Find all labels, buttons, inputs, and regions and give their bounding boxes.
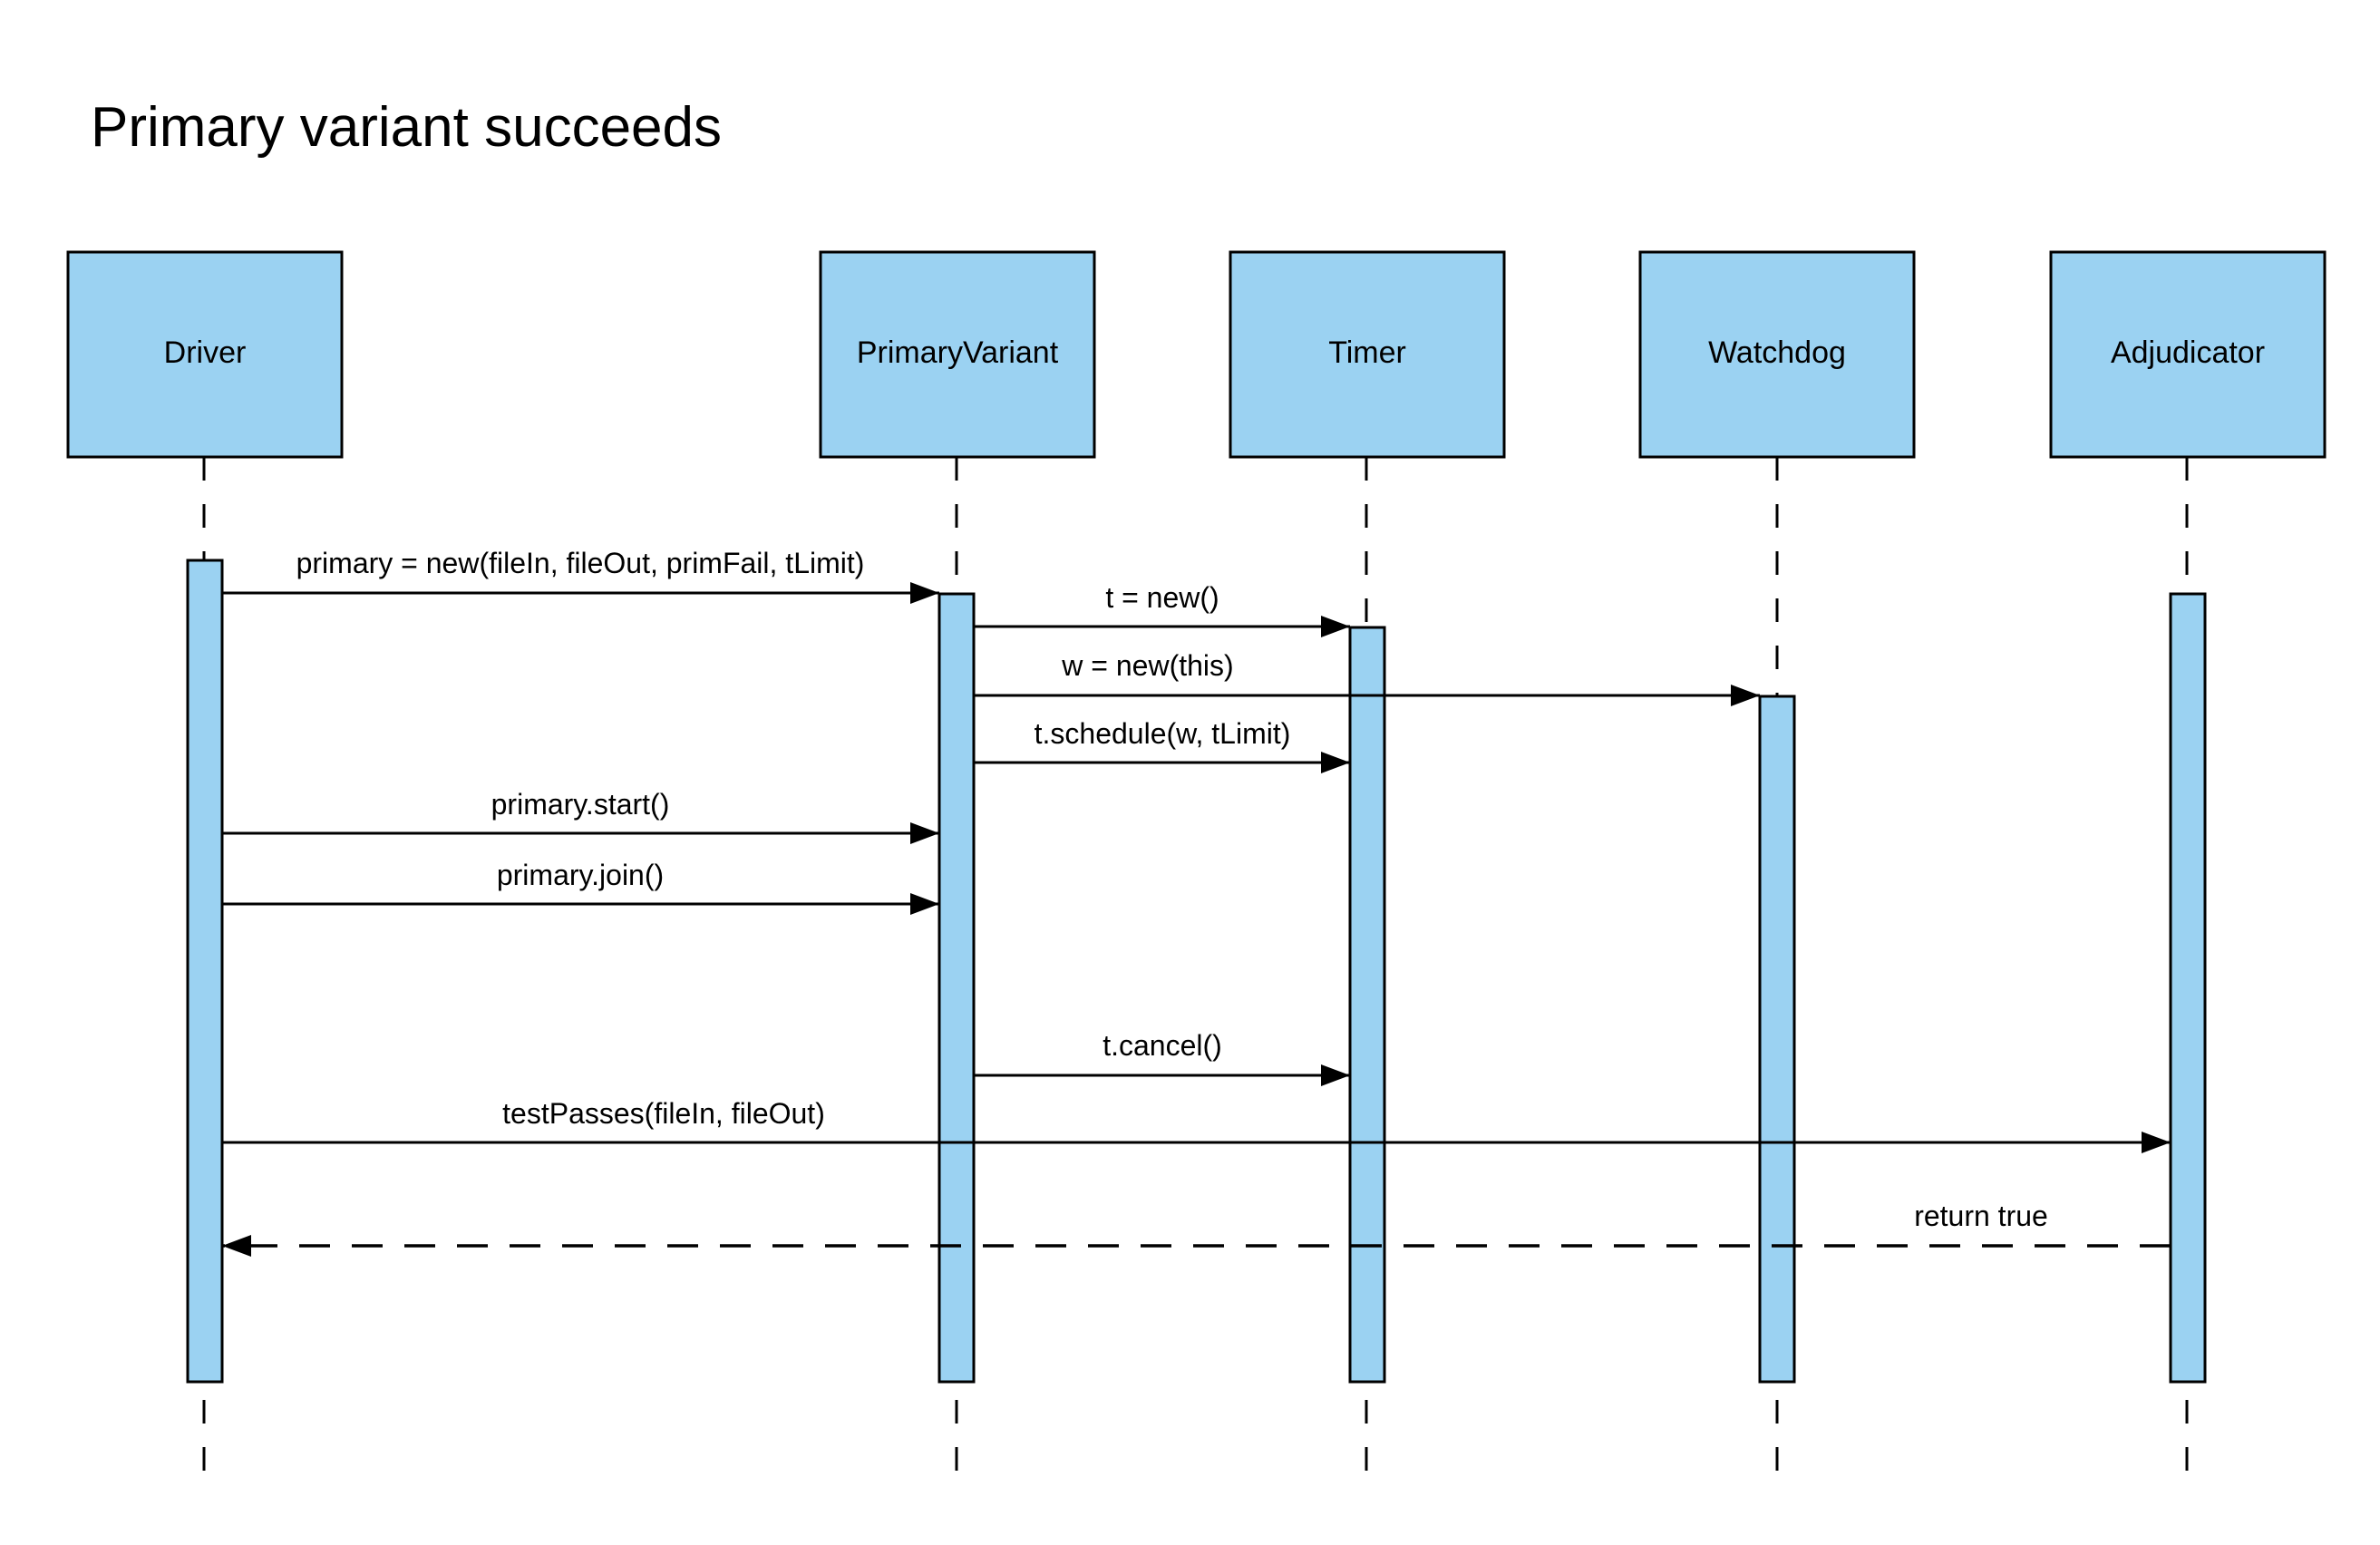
activation-timer xyxy=(1348,626,1386,1384)
message-primary-join: primary.join() xyxy=(222,859,939,915)
message-label: t.schedule(w, tLimit) xyxy=(1035,717,1291,750)
participant-driver: Driver xyxy=(66,250,344,459)
message-primary-start: primary.start() xyxy=(222,788,939,844)
message-timer-new: t = new() xyxy=(974,581,1350,637)
message-timer-cancel: t.cancel() xyxy=(974,1029,1350,1086)
message-label: primary.join() xyxy=(497,859,664,891)
participant-label: PrimaryVariant xyxy=(857,335,1059,370)
participant-label: Driver xyxy=(164,335,247,370)
messages: primary = new(fileIn, fileOut, primFail,… xyxy=(222,547,2171,1257)
message-label: return true xyxy=(1914,1200,2048,1232)
message-label: primary = new(fileIn, fileOut, primFail,… xyxy=(296,547,865,579)
participant-label: Adjudicator xyxy=(2111,335,2265,370)
message-label: t.cancel() xyxy=(1103,1029,1222,1062)
message-return-true: return true xyxy=(222,1200,2171,1257)
message-label: w = new(this) xyxy=(1061,649,1233,682)
participant-adjudicator: Adjudicator xyxy=(2049,250,2327,459)
participant-primaryvariant: PrimaryVariant xyxy=(819,250,1096,459)
message-label: primary.start() xyxy=(491,788,670,821)
participant-label: Watchdog xyxy=(1708,335,1846,370)
participant-timer: Timer xyxy=(1229,250,1506,459)
message-test-passes: testPasses(fileIn, fileOut) xyxy=(222,1097,2171,1153)
message-primary-new: primary = new(fileIn, fileOut, primFail,… xyxy=(222,547,939,604)
activation-primaryvariant xyxy=(937,592,976,1384)
participant-label: Timer xyxy=(1328,335,1406,370)
message-label: t = new() xyxy=(1105,581,1219,614)
activation-driver xyxy=(186,559,224,1384)
activation-bars xyxy=(186,559,2207,1384)
message-label: testPasses(fileIn, fileOut) xyxy=(502,1097,825,1130)
message-watchdog-new: w = new(this) xyxy=(974,649,1760,706)
participants: Driver PrimaryVariant Timer Watchdog Adj… xyxy=(66,250,2327,459)
activation-watchdog xyxy=(1758,695,1796,1384)
activation-adjudicator xyxy=(2169,592,2207,1384)
message-timer-schedule: t.schedule(w, tLimit) xyxy=(974,717,1350,773)
page-title: Primary variant succeeds xyxy=(91,96,723,159)
participant-watchdog: Watchdog xyxy=(1638,250,1916,459)
